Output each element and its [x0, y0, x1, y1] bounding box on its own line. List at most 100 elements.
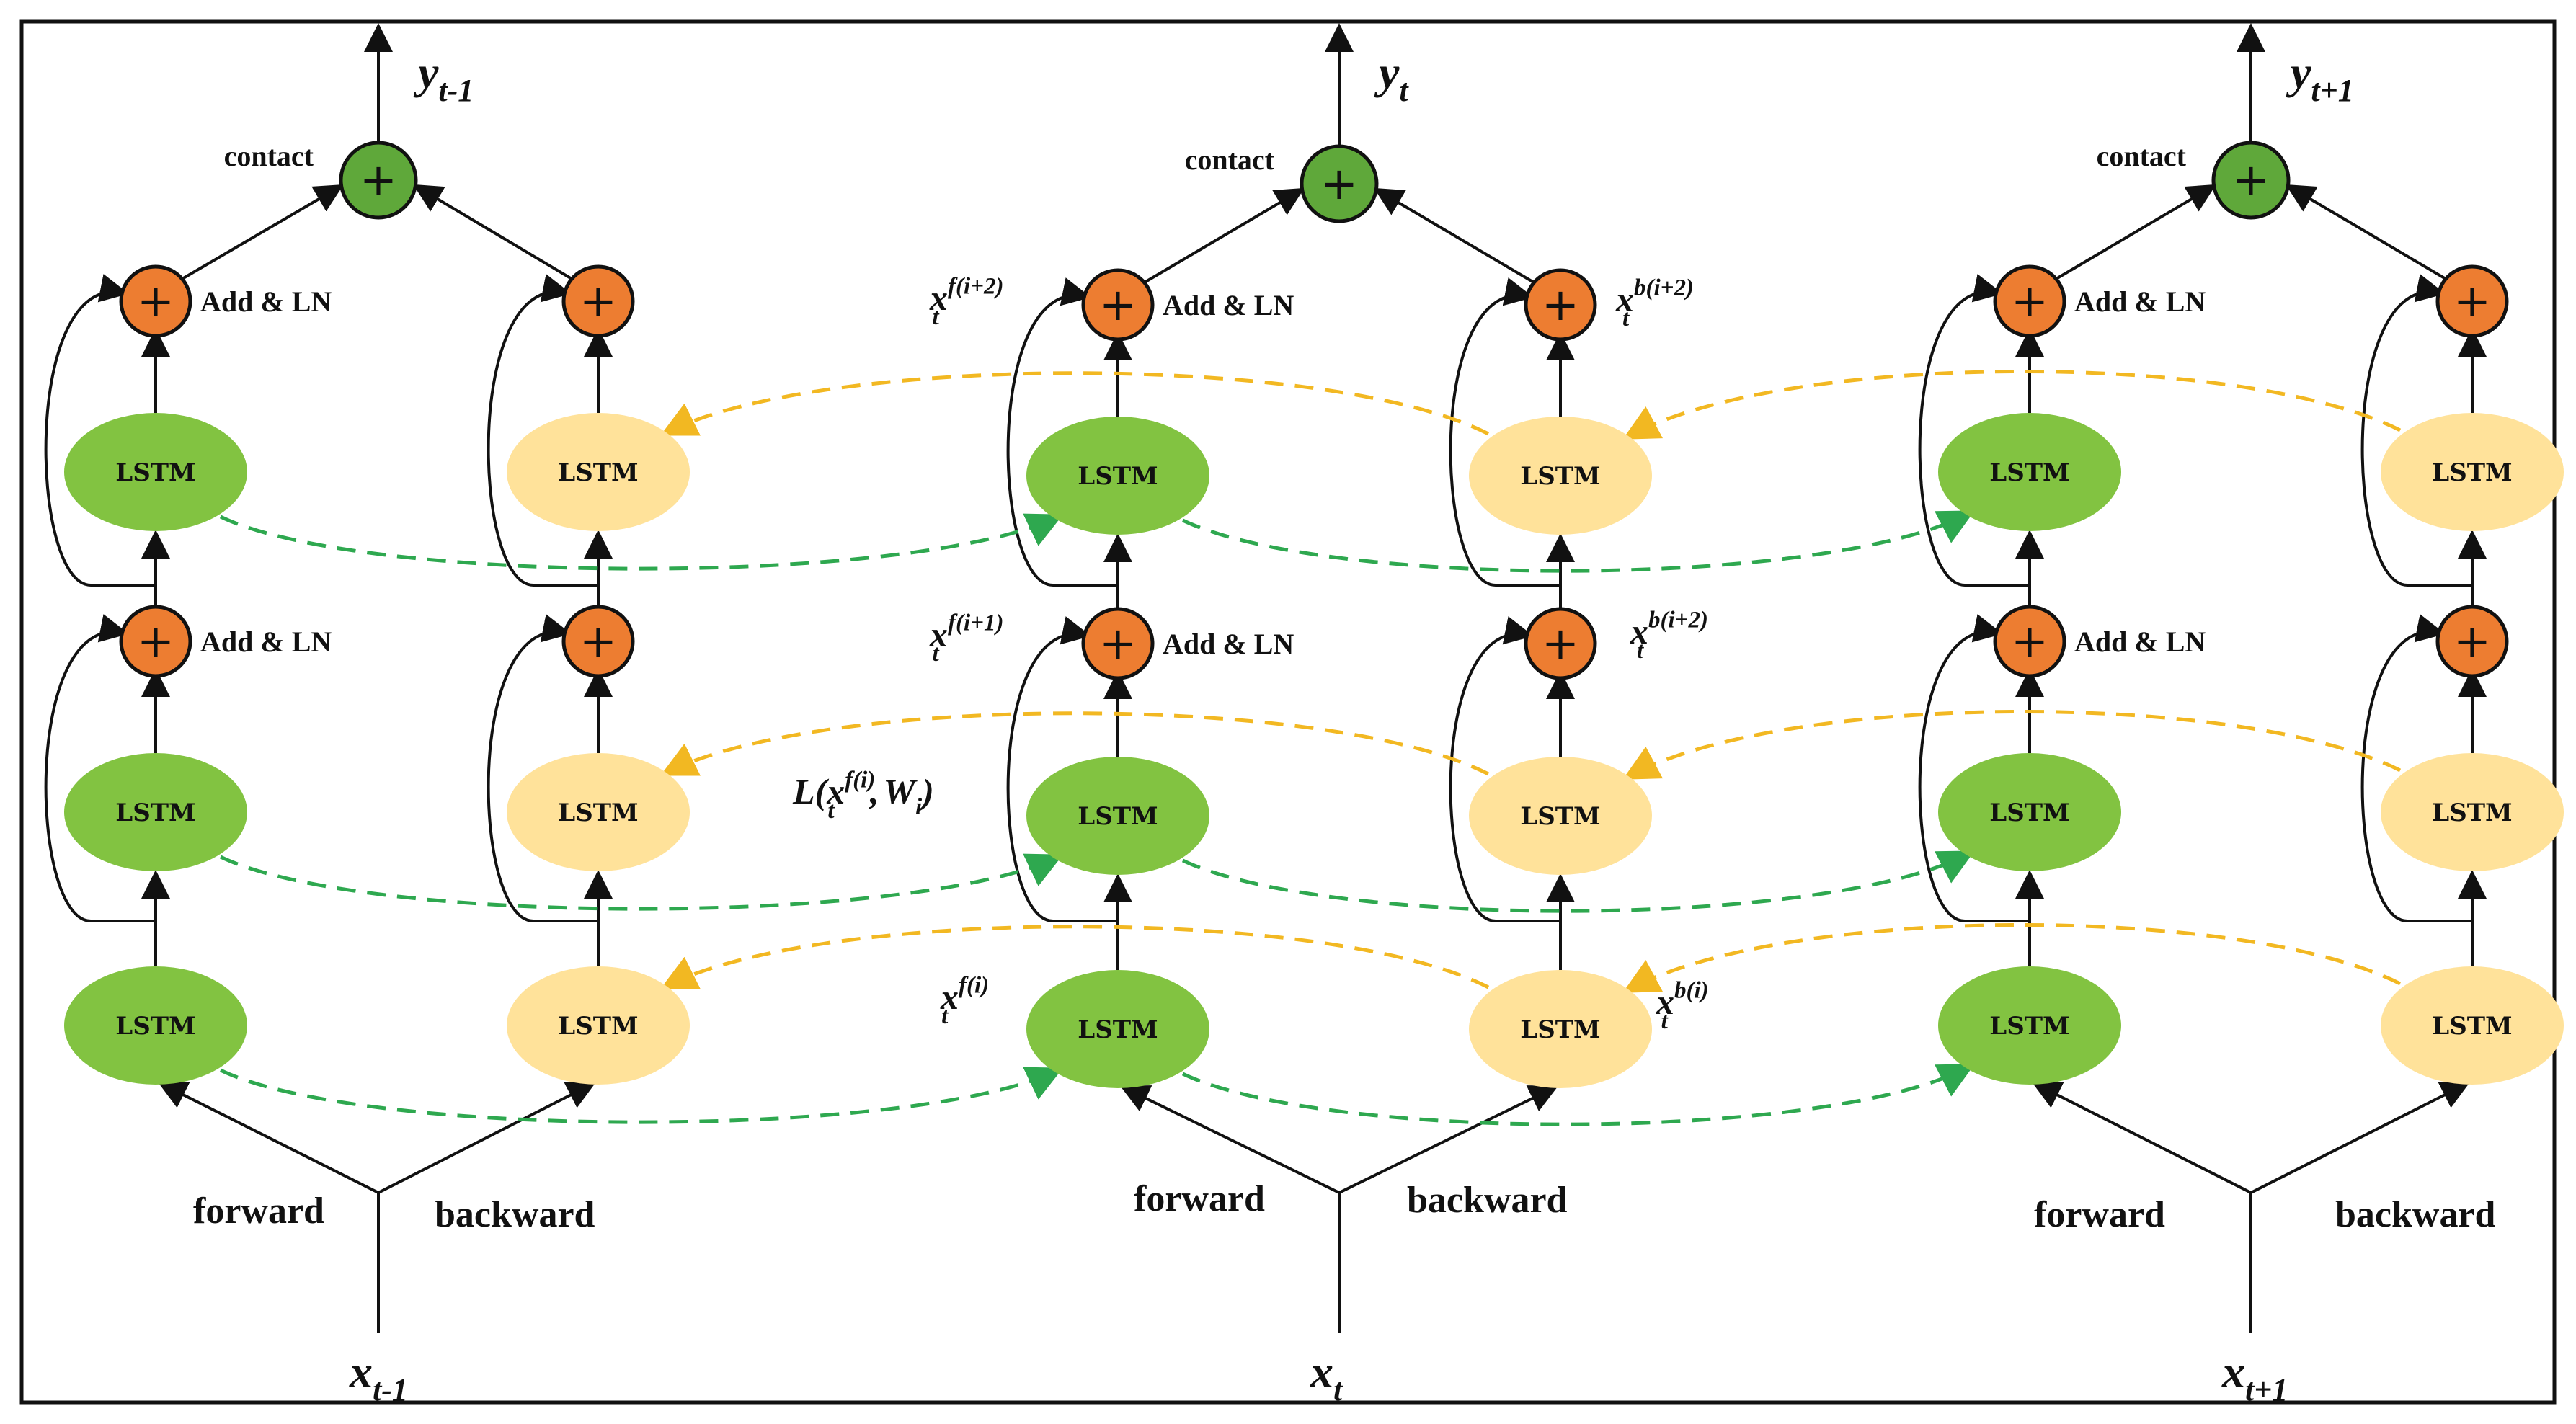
col2-forward-lstm-1-label: LSTM [1078, 1015, 1158, 1044]
col2-output-label: yt [1374, 47, 1409, 108]
col2-fork-forward [1119, 1085, 1340, 1194]
col1-fork-forward [157, 1082, 379, 1194]
col2-bwd-residual2 [1449, 277, 1560, 587]
col2-forward-lstm-3-label: LSTM [1078, 462, 1158, 491]
backward-link-col2-row3 [660, 371, 1490, 436]
col1-backward-lstm-3-label: LSTM [558, 458, 638, 487]
annotation-xb-i: xb(i)t [1656, 978, 1709, 1035]
col2-forward-add-ln-1-sign: + [1099, 617, 1137, 669]
col1-forward-lstm-1-label: LSTM [115, 1012, 195, 1041]
col1-backward-lstm-1-label: LSTM [558, 1012, 638, 1041]
labels: LSTM LSTM LSTM LSTM LSTM LSTM + + + + + Add & LN Add… [115, 47, 2512, 1407]
col2-backward-add-ln-1 [1524, 607, 1597, 680]
col2-input-label: xt [1310, 1346, 1343, 1407]
col3-add-ln-label-2: Add & LN [2074, 285, 2206, 318]
col2-concat-node [1300, 144, 1379, 223]
col2-backward-lstm-1-label: LSTM [1520, 1015, 1600, 1044]
nodes [64, 141, 2564, 1088]
col3-add-ln-label-1: Add & LN [2074, 626, 2206, 658]
col3-forward-add-ln-1 [1993, 605, 2066, 678]
col2-fwd-residual2 [1006, 277, 1118, 587]
col1-backward-lstm-2 [507, 753, 690, 871]
backward-link-col3-row2 [1622, 710, 2402, 780]
diagram-frame [19, 19, 2557, 1405]
col2-fwd-to-concat [1142, 187, 1305, 285]
col1-backward-lstm-2-label: LSTM [558, 798, 638, 827]
col3-backward-add-ln-2-sign: + [2453, 275, 2491, 327]
col2-backward-add-ln-2 [1524, 268, 1597, 342]
col1-forward-lstm-2 [64, 753, 247, 871]
col3-concat-node-sign: + [2232, 153, 2270, 206]
col3-forward-add-ln-2 [1993, 264, 2066, 338]
backward-link-col3-row3 [1622, 370, 2402, 440]
col3-backward-lstm-1 [2381, 966, 2564, 1085]
backward-link-col2-row2 [660, 711, 1490, 776]
col1-fwd-residual1 [44, 614, 156, 922]
col2-add-ln-label-1: Add & LN [1163, 628, 1294, 660]
col1-add-ln-label-2: Add & LN [200, 285, 332, 318]
col1-forward-add-ln-2 [119, 264, 192, 338]
col3-backward-lstm-2 [2381, 753, 2564, 871]
col1-backward-add-ln-1 [561, 605, 635, 678]
col1-backward-lstm-1 [507, 966, 690, 1085]
col1-forward-add-ln-1-sign: + [137, 615, 174, 667]
col2-backward-lstm-2 [1469, 757, 1652, 875]
col2-bwd-to-concat [1374, 187, 1537, 285]
col1-bwd-residual1 [487, 614, 598, 922]
col3-forward-lstm-1 [1938, 966, 2121, 1085]
col3-backward-lstm-1-label: LSTM [2432, 1012, 2512, 1041]
col1-forward-add-ln-2-sign: + [137, 275, 174, 327]
col3-forward-lstm-3-label: LSTM [1989, 458, 2069, 487]
col3-fwd-to-concat [2053, 184, 2216, 281]
col2-concat-node-sign: + [1320, 157, 1358, 210]
col3-backward-lstm-3-label: LSTM [2432, 458, 2512, 487]
forward-link-col1-row3 [219, 513, 1064, 571]
col3-fwd-residual2 [1918, 274, 2030, 587]
recurrent-links [219, 370, 2402, 1126]
col1-backward-add-ln-2 [561, 264, 635, 338]
col2-bwd-residual1 [1449, 616, 1560, 922]
col3-backward-label: backward [2335, 1194, 2496, 1235]
col3-backward-lstm-2-label: LSTM [2432, 798, 2512, 827]
col2-backward-lstm-3-label: LSTM [1520, 462, 1600, 491]
col3-contact-label: contact [2097, 140, 2187, 172]
col3-bwd-residual2 [2360, 274, 2472, 587]
annotation-xb-i2-top: xb(i+2)t [1615, 275, 1694, 332]
col3-fork-forward [2031, 1082, 2252, 1194]
annotation-loss: L(xf(i)t,Wi) [792, 767, 934, 824]
col3-forward-lstm-2-label: LSTM [1989, 798, 2069, 827]
col1-output-label: yt-1 [413, 47, 474, 108]
forward-link-col1-row1 [219, 1067, 1064, 1124]
col3-forward-label: forward [2034, 1194, 2165, 1235]
forward-link-col1-row2 [219, 853, 1064, 911]
col1-forward-lstm-3 [64, 413, 247, 531]
col2-forward-label: forward [1134, 1178, 1265, 1219]
col3-backward-add-ln-2 [2435, 264, 2509, 338]
forward-link-col2-row2 [1181, 850, 1975, 913]
col1-bwd-to-concat [413, 184, 574, 281]
col1-forward-lstm-1 [64, 966, 247, 1085]
annotation-xf-i1: xf(i+1)t [929, 610, 1003, 667]
col1-forward-label: forward [193, 1191, 324, 1232]
col1-input-label: xt-1 [349, 1346, 408, 1407]
col3-forward-add-ln-2-sign: + [2011, 275, 2048, 327]
annotation-xf-i2: xf(i+2)t [929, 274, 1003, 331]
col3-forward-lstm-2 [1938, 753, 2121, 871]
col2-forward-lstm-2-label: LSTM [1078, 802, 1158, 831]
annotation-xb-i2-mid: xb(i+2)t [1630, 608, 1708, 664]
backward-link-col3-row1 [1622, 923, 2402, 993]
col1-fwd-to-concat [179, 184, 344, 281]
col3-input-label: xt+1 [2221, 1346, 2288, 1407]
col2-add-ln-label-2: Add & LN [1163, 289, 1294, 321]
col3-backward-add-ln-1-sign: + [2453, 615, 2491, 667]
col3-fwd-residual1 [1918, 614, 2030, 922]
col1-fwd-residual2 [44, 274, 156, 587]
col2-backward-label: backward [1407, 1180, 1568, 1221]
col2-forward-add-ln-1 [1081, 607, 1155, 680]
col1-forward-lstm-2-label: LSTM [115, 798, 195, 827]
col1-bwd-residual2 [487, 274, 598, 587]
col2-contact-label: contact [1185, 143, 1275, 176]
col3-backward-add-ln-1 [2435, 605, 2509, 678]
forward-link-col2-row3 [1181, 510, 1975, 573]
